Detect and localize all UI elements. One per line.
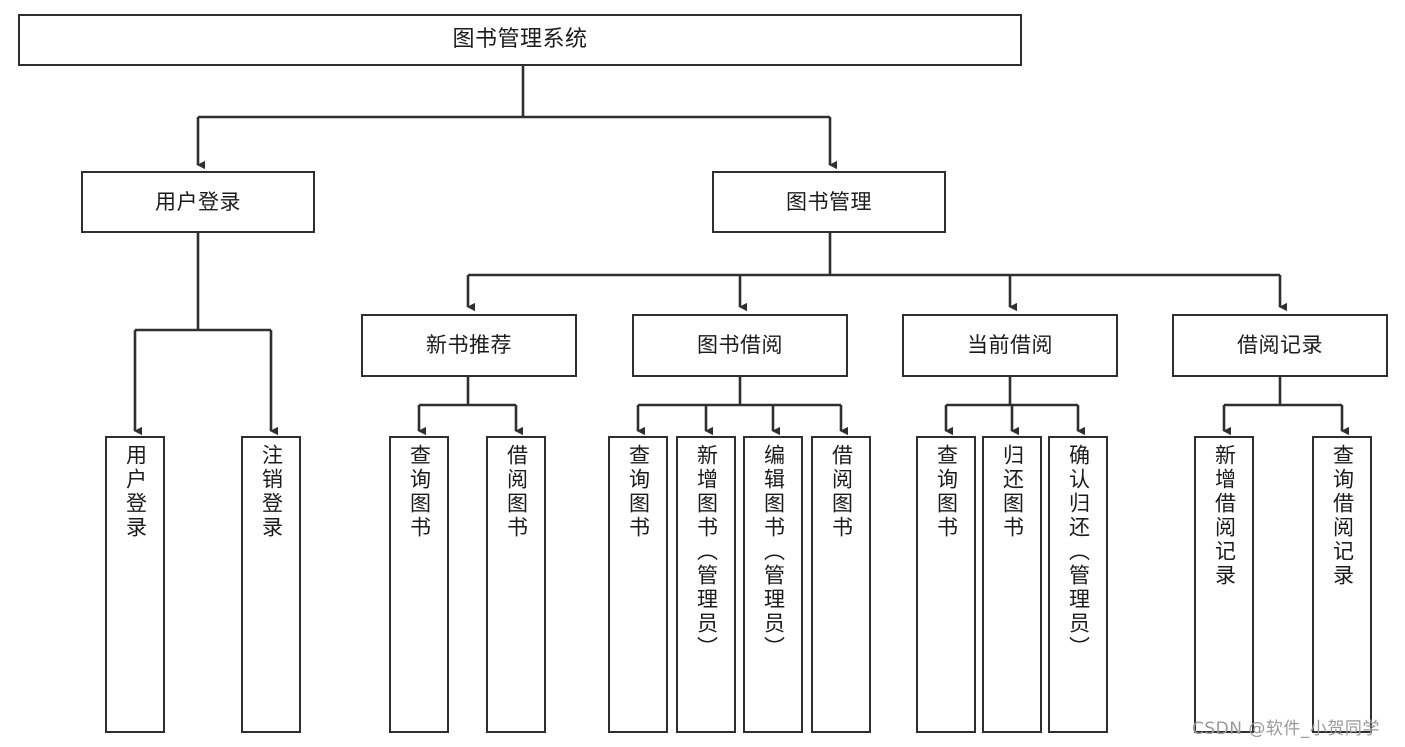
node-label: 查询图书: [407, 444, 432, 540]
node-label: 注销登录: [259, 444, 284, 540]
csdn-watermark: CSDN @软件_小贺同学: [1192, 719, 1380, 739]
node-label: 用户登录: [155, 189, 241, 214]
node-label: 图书管理系统: [452, 26, 588, 52]
node-current-borrow[interactable]: 当前借阅: [902, 314, 1118, 377]
node-label: 借阅图书: [829, 444, 854, 540]
node-label: 新增图书（管理员）: [694, 444, 719, 660]
leaf-new-book-query-book[interactable]: 查询图书: [389, 436, 449, 733]
node-label: 确认归还（管理员）: [1066, 444, 1091, 660]
leaf-user-login-login[interactable]: 用户登录: [105, 436, 165, 733]
leaf-borrow-records-add-record[interactable]: 新增借阅记录: [1194, 436, 1254, 733]
leaf-user-login-logout[interactable]: 注销登录: [241, 436, 301, 733]
leaf-current-borrow-return-book[interactable]: 归还图书: [982, 436, 1042, 733]
node-label: 借阅图书: [504, 444, 529, 540]
leaf-book-borrow-query-book[interactable]: 查询图书: [608, 436, 668, 733]
node-book-management[interactable]: 图书管理: [712, 171, 946, 233]
node-label: 归还图书: [1000, 444, 1025, 540]
leaf-new-book-borrow-book[interactable]: 借阅图书: [486, 436, 546, 733]
leaf-current-borrow-confirm-return-admin[interactable]: 确认归还（管理员）: [1048, 436, 1108, 733]
node-label: 查询图书: [934, 444, 959, 540]
node-label: 图书借阅: [697, 333, 783, 358]
node-user-login[interactable]: 用户登录: [81, 171, 315, 233]
leaf-book-borrow-borrow-book[interactable]: 借阅图书: [811, 436, 871, 733]
node-label: 新书推荐: [426, 333, 512, 358]
leaf-borrow-records-query-record[interactable]: 查询借阅记录: [1312, 436, 1372, 733]
node-label: 编辑图书（管理员）: [761, 444, 786, 660]
node-label: 查询借阅记录: [1330, 444, 1355, 588]
node-label: 用户登录: [123, 444, 148, 540]
node-label: 图书管理: [786, 189, 872, 214]
node-borrow-records[interactable]: 借阅记录: [1172, 314, 1388, 377]
node-label: 借阅记录: [1237, 333, 1323, 358]
leaf-book-borrow-edit-book-admin[interactable]: 编辑图书（管理员）: [743, 436, 803, 733]
node-label: 当前借阅: [967, 333, 1053, 358]
node-label: 新增借阅记录: [1212, 444, 1237, 588]
node-book-borrow[interactable]: 图书借阅: [632, 314, 848, 377]
node-new-book-recommend[interactable]: 新书推荐: [361, 314, 577, 377]
node-label: 查询图书: [626, 444, 651, 540]
leaf-book-borrow-add-book-admin[interactable]: 新增图书（管理员）: [676, 436, 736, 733]
node-book-management-system[interactable]: 图书管理系统: [18, 14, 1022, 66]
leaf-current-borrow-query-book[interactable]: 查询图书: [916, 436, 976, 733]
